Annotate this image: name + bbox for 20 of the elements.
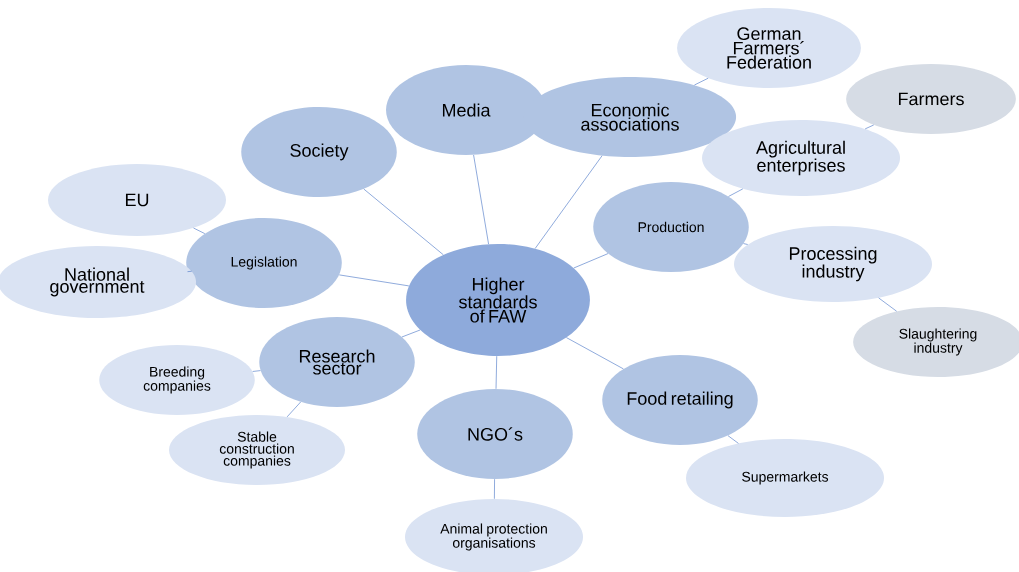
connector-line xyxy=(743,243,748,245)
connector-line xyxy=(495,355,498,390)
connector-line xyxy=(878,297,897,312)
connector-line xyxy=(193,227,206,234)
connector-line xyxy=(534,155,603,249)
connector-line xyxy=(187,270,192,272)
connector-line xyxy=(494,478,495,500)
connector-line xyxy=(573,253,609,269)
connector-line xyxy=(728,188,744,197)
connector-line xyxy=(401,329,421,338)
connector-line xyxy=(286,401,301,418)
connector-line xyxy=(473,154,489,245)
connector-line xyxy=(694,77,709,86)
connector-line xyxy=(566,337,624,370)
connector-line xyxy=(363,188,444,256)
node-label: Economic associations xyxy=(581,103,679,131)
connector-line xyxy=(864,124,874,130)
connector-line xyxy=(338,274,410,287)
connector-line xyxy=(727,435,739,444)
connector-line xyxy=(252,370,261,372)
